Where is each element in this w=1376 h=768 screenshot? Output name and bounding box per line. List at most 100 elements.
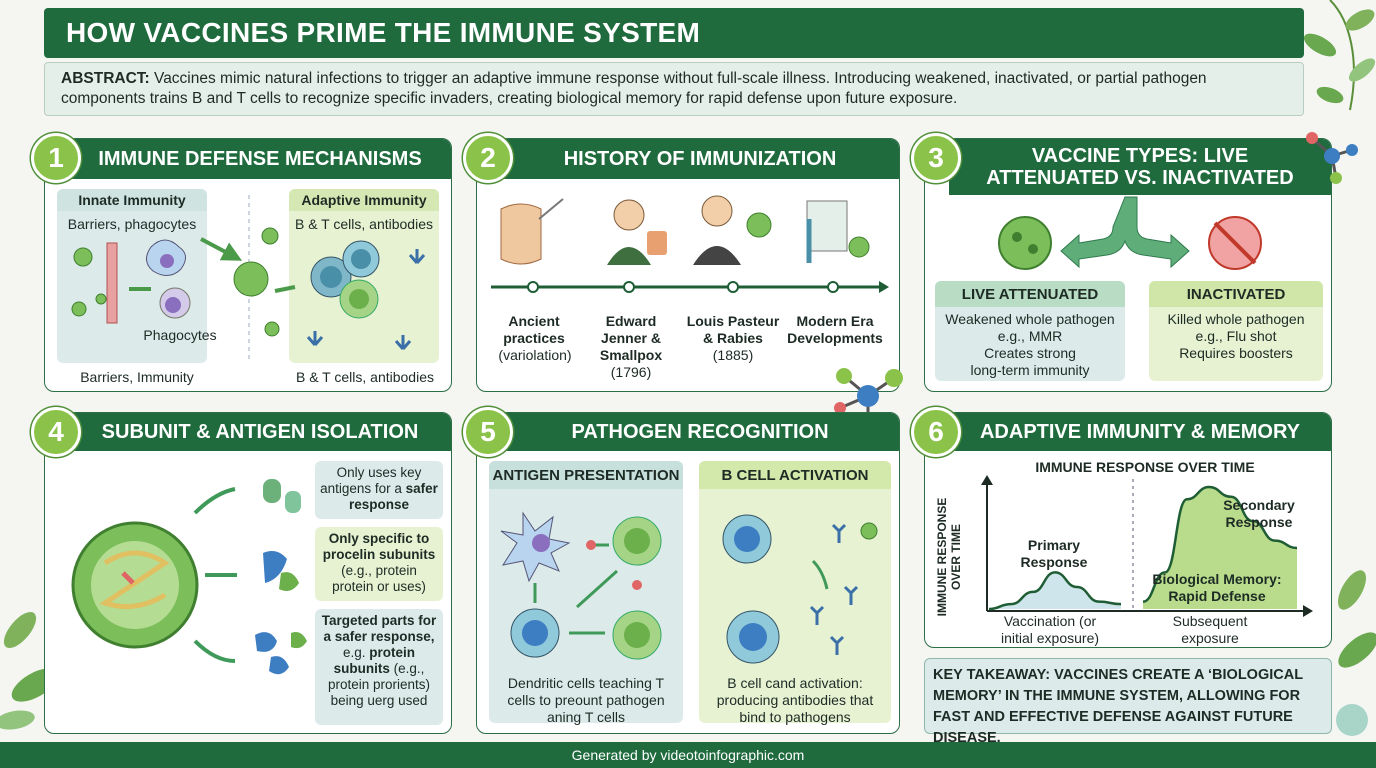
leaf-decoration-bottom-right <box>1336 570 1376 736</box>
antigen-presentation-caption: Dendritic cells teaching T cells to preo… <box>507 675 665 725</box>
response-line-2 <box>1142 485 1298 603</box>
pathogen-recognition-illustration <box>500 511 878 664</box>
response-line-1 <box>988 571 1122 611</box>
subunit-info-box: Only uses key antigens for a safer respo… <box>315 461 443 519</box>
panel-history: 2 HISTORY OF IMMUNIZATION Ancient practi… <box>463 133 900 392</box>
split-arrow-icon <box>1060 196 1190 269</box>
b-t-cells-icon <box>310 240 380 319</box>
leaf-decoration-top-right <box>1303 0 1376 111</box>
antibody-icon <box>306 249 426 350</box>
key-takeaway-text: VACCINES CREATE A ‘BIOLOGICAL MEMORY’ IN… <box>933 667 1303 746</box>
immune-response-chart <box>981 475 1313 617</box>
jenner-portrait-icon <box>607 199 667 265</box>
pasteur-portrait-icon <box>693 195 772 265</box>
live-attenuated-line: e.g., MMR <box>997 328 1063 344</box>
panel-title: SUBUNIT & ANTIGEN ISOLATION <box>69 413 451 451</box>
panel-title: PATHOGEN RECOGNITION <box>501 413 899 451</box>
subunit-info-text: Only uses key antigens for a <box>320 465 422 496</box>
innate-section <box>57 189 207 363</box>
memory-label: Biological Memory: Rapid Defense <box>1152 571 1282 604</box>
subunit-info-bold: safer response <box>348 481 438 512</box>
live-attenuated-line: Weakened whole pathogen <box>945 311 1115 327</box>
arrows-icon <box>193 487 237 663</box>
immune-defense-illustration <box>71 195 426 359</box>
inactivated-virus-icon <box>1208 216 1262 270</box>
panel-number: 2 <box>463 133 513 183</box>
chart-x-label: Vaccination (or initial exposure) <box>1000 613 1100 646</box>
timeline-markers <box>527 281 839 293</box>
response-area-2 <box>1143 487 1297 609</box>
key-takeaway-label: KEY TAKEAWAY: <box>933 667 1051 683</box>
live-attenuated-title: LIVE ATTENUATED <box>961 286 1099 303</box>
subunit-info-bold: Targeted parts for a safer response, <box>321 613 437 644</box>
virus-icon <box>71 247 107 317</box>
chart-title: IMMUNE RESPONSE OVER TIME <box>1035 459 1255 475</box>
page-title: HOW VACCINES PRIME THE IMMUNE SYSTEM <box>66 17 701 48</box>
live-attenuated-header <box>935 281 1125 307</box>
timeline-event-detail: (1796) <box>610 364 652 380</box>
live-attenuated-line: long-term immunity <box>970 362 1090 378</box>
panel-number: 5 <box>463 407 513 457</box>
panel-immune-defense: 1 IMMUNE DEFENSE MECHANISMS Innate Immun… <box>31 133 452 392</box>
subunit-illustration <box>71 479 307 675</box>
panel-number: 3 <box>911 133 961 183</box>
phagocytes-label: Phagocytes <box>143 327 217 343</box>
t-cell-icon <box>612 516 662 566</box>
abstract-text: Vaccines mimic natural infections to tri… <box>61 70 1207 107</box>
syringe-icon <box>806 200 870 263</box>
live-virus-icon <box>998 216 1052 270</box>
panel-adaptive-memory: 6 ADAPTIVE IMMUNITY & MEMORY IMMUNE RESP… <box>911 407 1332 648</box>
panel-title: IMMUNE DEFENSE MECHANISMS <box>69 139 451 179</box>
dendritic-cell-icon <box>500 511 571 583</box>
pathogen-icon <box>233 227 280 337</box>
antigen-fragments-icon <box>255 479 307 675</box>
adaptive-title-bar <box>289 189 439 211</box>
timeline-event-title: Louis Pasteur & Rabies <box>686 313 780 346</box>
panel-number: 6 <box>911 407 961 457</box>
title-bar: HOW VACCINES PRIME THE IMMUNE SYSTEM <box>44 8 1304 58</box>
subunit-info-text: (e.g., protein prorients) being uerg use… <box>327 661 431 708</box>
inactivated-title: INACTIVATED <box>1186 286 1286 303</box>
live-attenuated-line: Creates strong <box>984 345 1076 361</box>
phagocyte-icon <box>146 239 186 276</box>
t-cell-icon <box>612 610 662 660</box>
subunit-info-box: Targeted parts for a safer response, e.g… <box>315 609 443 725</box>
plasma-cell-icon <box>726 610 780 664</box>
virus-icon <box>860 522 878 540</box>
inactivated-line: e.g., Flu shot <box>1195 328 1277 344</box>
inactivated-line: Requires boosters <box>1179 345 1293 361</box>
panel-title: VACCINE TYPES: LIVE ATTENUATED VS. INACT… <box>949 139 1331 195</box>
b-cell-icon <box>722 514 772 564</box>
abstract-label: ABSTRACT: <box>61 70 150 87</box>
panel-number: 4 <box>31 407 81 457</box>
subunit-info-text: e.g. <box>342 645 370 660</box>
b-cell-activation-title: B CELL ACTIVATION <box>721 467 869 484</box>
antigen-presentation-header <box>489 461 683 489</box>
b-cell-activation-section <box>699 461 891 723</box>
panel-number: 1 <box>31 133 81 183</box>
adaptive-caption: B & T cells, antibodies <box>295 369 434 385</box>
timeline-event-title: Ancient practices <box>503 313 565 346</box>
inactivated-line: Killed whole pathogen <box>1167 311 1305 327</box>
history-timeline <box>491 195 889 293</box>
innate-caption: Barriers, Immunity <box>80 369 194 385</box>
innate-title: Innate Immunity <box>78 192 186 208</box>
vaccine-types-illustration <box>998 196 1262 270</box>
b-cell-activation-header <box>699 461 891 489</box>
antigen-presentation-section <box>489 461 683 723</box>
timeline-event-detail: (1885) <box>712 347 754 363</box>
subunit-info-bold: protein subunits <box>333 645 416 676</box>
chart-x-label: Subsequent exposure <box>1172 613 1248 646</box>
antigen-presentation-title: ANTIGEN PRESENTATION <box>492 467 680 484</box>
panel-subunit: 4 SUBUNIT & ANTIGEN ISOLATION Only uses … <box>31 407 452 734</box>
panel-title-line: ATTENUATED VS. INACTIVATED <box>986 167 1294 189</box>
antibody-icon <box>809 523 859 655</box>
panel-title: HISTORY OF IMMUNIZATION <box>501 139 899 179</box>
timeline-event-detail: (variolation) <box>498 347 572 363</box>
innate-title-bar <box>57 189 207 211</box>
subunit-info-box: Only specific to procelin subunits (e.g.… <box>315 527 443 601</box>
primary-response-label: Primary Response <box>1020 537 1088 570</box>
panel-vaccine-types: 3 VACCINE TYPES: LIVE ATTENUATED VS. INA… <box>911 133 1332 392</box>
subunit-info-text: (e.g., protein protein or uses) <box>332 563 426 594</box>
inactivated-header <box>1149 281 1323 307</box>
